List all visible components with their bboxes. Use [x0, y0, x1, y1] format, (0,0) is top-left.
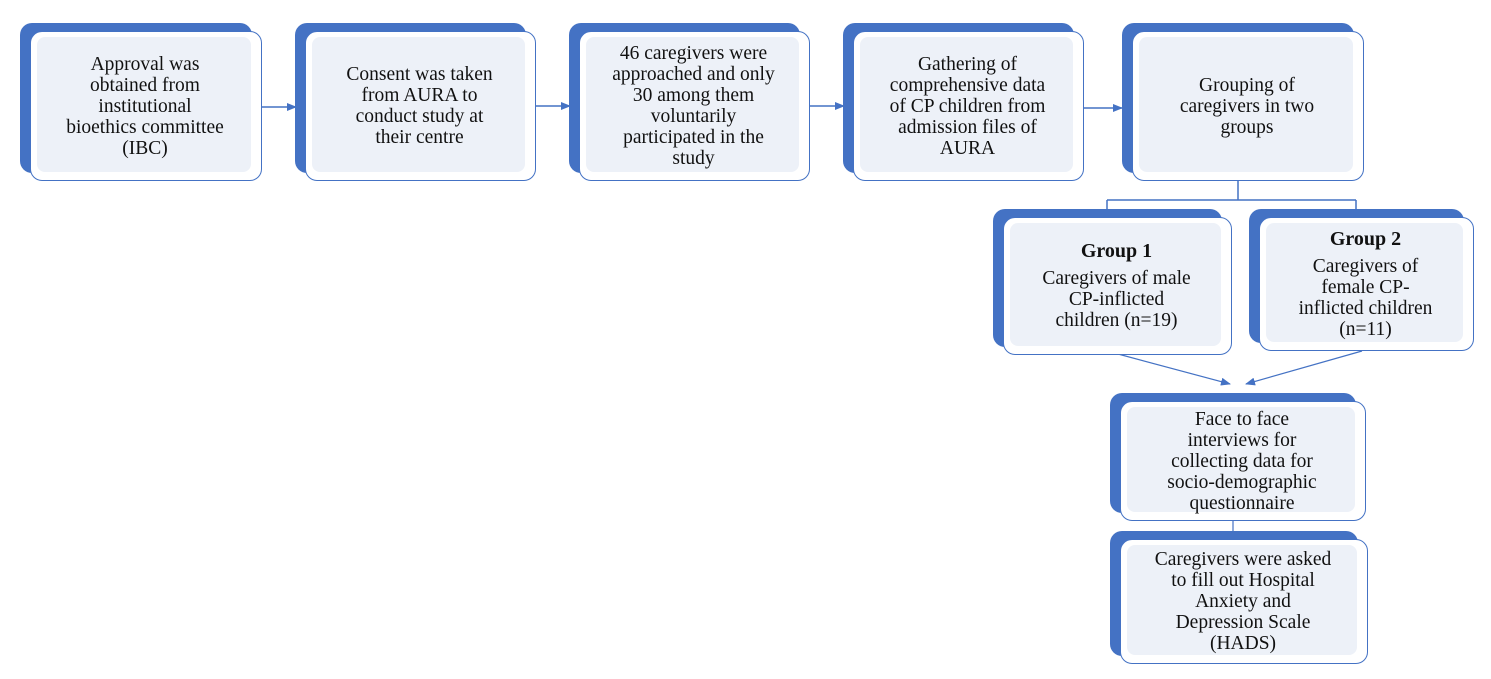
step-approval-box: Approval was obtained from institutional…: [20, 23, 262, 181]
box-card: [30, 31, 262, 181]
group2-title: Group 2: [1329, 227, 1402, 250]
arrow-group2-to-interviews: [1245, 350, 1363, 386]
box-card: [1003, 217, 1232, 355]
step-hads-box: Caregivers were asked to fill out Hospit…: [1110, 531, 1368, 664]
step-caregivers-text: 46 caregivers were approached and only 3…: [612, 43, 775, 169]
box-card: [1120, 401, 1366, 521]
step-gathering-text: Gathering of comprehensive data of CP ch…: [889, 53, 1046, 159]
step-grouping-box: Grouping of caregivers in two groups: [1122, 23, 1364, 181]
step-consent-box: Consent was taken from AURA to conduct s…: [295, 23, 536, 181]
arrow-group1-to-interviews: [1117, 353, 1231, 386]
group1-title: Group 1: [1080, 240, 1153, 262]
box-card: [1132, 31, 1364, 181]
step-approval-text: Approval was obtained from institutional…: [66, 53, 224, 159]
split-connector: [1106, 179, 1357, 210]
step-hads-text: Caregivers were asked to fill out Hospit…: [1154, 549, 1332, 654]
step-interviews-box: Face to face interviews for collecting d…: [1110, 393, 1366, 521]
step-caregivers-box: 46 caregivers were approached and only 3…: [569, 23, 810, 181]
step-interviews-text: Face to face interviews for collecting d…: [1167, 408, 1317, 514]
group2-box: Group 2 Caregivers of female CP- inflict…: [1249, 209, 1474, 351]
step-consent-text: Consent was taken from AURA to conduct s…: [346, 64, 493, 148]
group1-description: Caregivers of male CP-inflicted children…: [1042, 268, 1191, 331]
step-grouping-text: Grouping of caregivers in two groups: [1179, 74, 1315, 138]
box-card: [579, 31, 810, 181]
box-card: [305, 31, 536, 181]
box-card: [853, 31, 1084, 181]
group2-description: Caregivers of female CP- inflicted child…: [1298, 255, 1433, 340]
group1-box: Group 1 Caregivers of male CP-inflicted …: [993, 209, 1232, 355]
box-card: [1120, 539, 1368, 664]
step-gathering-box: Gathering of comprehensive data of CP ch…: [843, 23, 1084, 181]
box-card: [1259, 217, 1474, 351]
